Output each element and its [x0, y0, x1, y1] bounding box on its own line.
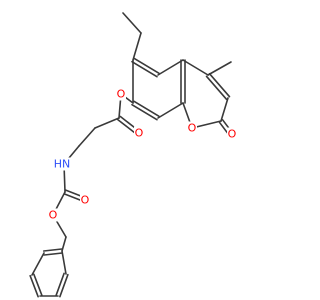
atom-label-background — [227, 127, 237, 141]
bond-b2-b3 — [31, 252, 45, 276]
bond-b1-b2 — [43, 252, 64, 256]
bond-c4a-c4 — [182, 59, 209, 76]
bond-cEst-oEstC — [116, 118, 137, 135]
atom-label-background — [53, 157, 71, 171]
bond-c4-me — [207, 61, 232, 76]
atom-label-o-lactone-carbonyl: O — [228, 128, 237, 141]
bond-layer — [29, 12, 233, 298]
bond-bnCH2-b1 — [61, 236, 67, 252]
bond-ethylEnd-ethylCH2 — [122, 12, 142, 34]
bond-ch2a-ch2b — [78, 127, 96, 147]
atom-label-layer: O O O O HN O O — [48, 87, 237, 222]
bond-c8-c7 — [133, 100, 160, 118]
bond-c4-c3 — [208, 72, 231, 98]
bond-b3-b4 — [33, 273, 43, 297]
bond-c6-c5 — [131, 60, 158, 78]
bond-c8a-c8 — [157, 102, 184, 119]
bond-cCarb-oCarbC — [63, 193, 84, 202]
bond-c5-c4a — [157, 59, 184, 76]
bond-c3-c2 — [220, 97, 229, 122]
bond-b5-b6 — [59, 273, 69, 298]
atom-label-o-ring: O — [188, 122, 197, 135]
bond-ethylCH2-c6 — [132, 32, 142, 61]
chemical-structure-diagram: O O O O HN O O — [29, 12, 237, 298]
bond-cEst-ch2a — [94, 117, 120, 129]
atom-label-o-carbamate-carbonyl: O — [81, 194, 90, 207]
atom-label-background — [48, 208, 58, 222]
bond-b3-b4 — [29, 274, 39, 298]
atom-label-background — [134, 126, 144, 140]
bond-b5-b6 — [55, 272, 65, 297]
atom-label-background — [187, 121, 197, 135]
bond-c2-oLac — [218, 121, 230, 135]
atom-label-n-carbamate: HN — [54, 158, 71, 171]
bond-b1-b2 — [42, 248, 63, 252]
bond-b6-b1 — [61, 250, 67, 275]
atom-label-background — [116, 87, 126, 101]
bond-c4-c3 — [205, 75, 228, 101]
atom-label-o-ester-carbonyl: O — [135, 127, 144, 140]
atom-label-o-ester: O — [117, 88, 126, 101]
bond-c6-c5 — [133, 57, 160, 75]
bond-c8-c7 — [131, 103, 158, 121]
atom-label-background — [80, 193, 90, 207]
atom-label-o-carbamate-ester: O — [49, 209, 58, 222]
